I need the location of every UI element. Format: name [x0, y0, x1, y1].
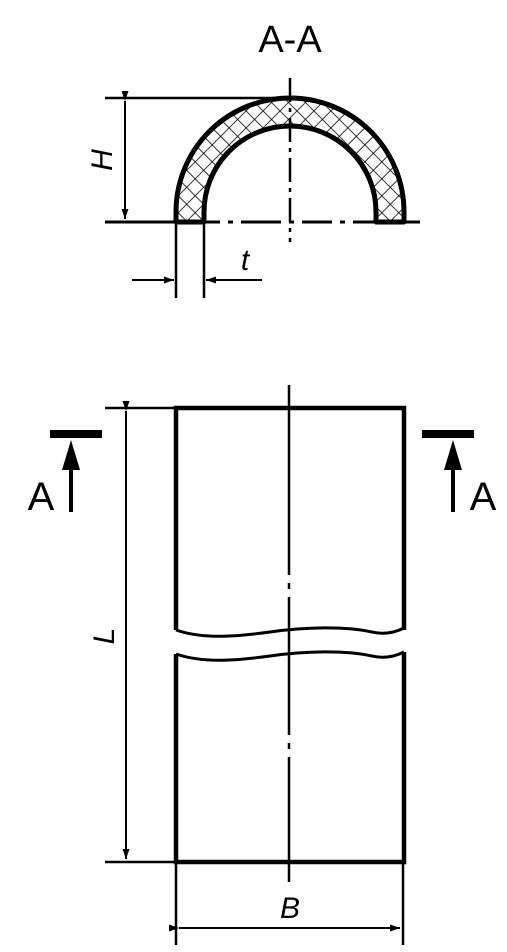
section-mark-right-label: A: [470, 475, 497, 519]
break-line-upper: [175, 626, 405, 638]
section-marker-left-arrow-icon: [62, 440, 80, 470]
section-view: A-A H t: [86, 19, 420, 298]
section-marker-right-arrow-icon: [444, 440, 462, 470]
section-marker-left: A: [28, 430, 102, 519]
height-label: H: [86, 149, 119, 171]
section-mark-left-label: A: [28, 475, 55, 519]
elevation-view: L B A A: [28, 385, 497, 945]
half-ring-outline: [173, 95, 407, 225]
section-marker-left-bar: [50, 430, 102, 438]
break-line-lower: [175, 650, 405, 662]
section-marker-right: A: [422, 430, 497, 519]
section-title: A-A: [258, 19, 322, 61]
length-label: L: [88, 628, 121, 645]
half-ring-hatch: [176, 98, 404, 222]
thickness-label: t: [241, 244, 251, 277]
width-label: B: [280, 892, 300, 925]
section-marker-right-bar: [422, 430, 474, 438]
